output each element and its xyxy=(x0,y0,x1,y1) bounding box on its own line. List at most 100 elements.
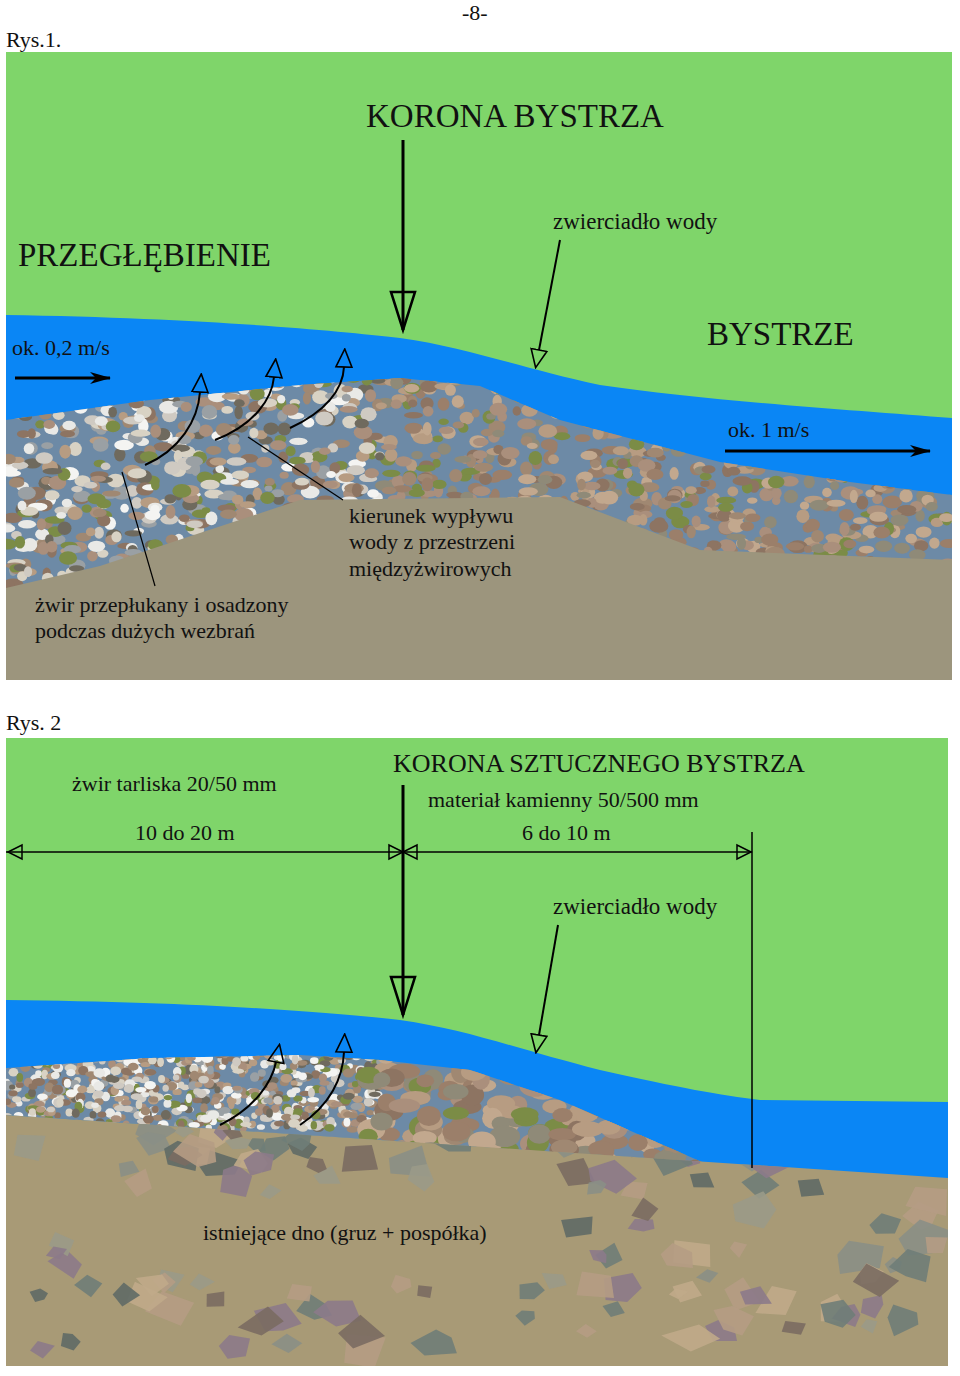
stone xyxy=(94,527,104,539)
stone xyxy=(204,378,220,387)
stone xyxy=(567,399,580,409)
stone xyxy=(870,439,888,451)
stone xyxy=(123,374,138,387)
stone xyxy=(354,1049,361,1059)
stone xyxy=(355,419,369,429)
stone xyxy=(930,461,942,474)
stone xyxy=(260,492,274,504)
stone xyxy=(808,420,822,430)
stone xyxy=(134,387,142,398)
stone xyxy=(745,386,756,393)
stone xyxy=(865,415,879,425)
stone xyxy=(43,468,63,474)
stone xyxy=(622,378,642,385)
stone xyxy=(508,380,516,390)
stone xyxy=(13,1059,24,1064)
stone xyxy=(892,412,906,418)
stone xyxy=(44,1057,50,1066)
stone xyxy=(131,377,149,388)
stone xyxy=(500,377,519,388)
stone xyxy=(87,551,98,562)
stone xyxy=(106,420,121,432)
stone xyxy=(869,366,878,374)
stone xyxy=(898,422,917,433)
stone xyxy=(382,470,400,477)
stone xyxy=(518,474,536,484)
stone xyxy=(803,394,811,408)
stone xyxy=(228,435,239,445)
stone xyxy=(538,424,557,438)
stone xyxy=(833,436,852,446)
stone xyxy=(924,432,941,446)
stone xyxy=(186,375,196,383)
stone xyxy=(150,425,161,438)
stone xyxy=(565,396,579,409)
stone xyxy=(575,434,591,442)
stone xyxy=(632,426,641,435)
stone xyxy=(702,465,716,473)
stone xyxy=(391,399,402,408)
leader-line xyxy=(122,472,155,586)
stone xyxy=(876,365,896,379)
stone xyxy=(625,371,636,383)
stone xyxy=(147,392,160,399)
stone xyxy=(37,401,50,408)
stone xyxy=(101,463,111,471)
stone xyxy=(433,436,443,443)
stone xyxy=(855,442,872,454)
stone xyxy=(859,385,868,399)
stone xyxy=(912,392,927,403)
stone xyxy=(128,512,144,520)
stone xyxy=(139,379,155,393)
stone xyxy=(580,451,597,460)
stone xyxy=(210,458,227,466)
stone xyxy=(328,369,336,383)
figure-1 xyxy=(0,52,960,680)
stone xyxy=(423,422,432,436)
stone xyxy=(850,524,861,531)
stone xyxy=(649,519,668,533)
stone xyxy=(856,496,868,510)
stone xyxy=(681,387,700,393)
stone xyxy=(796,369,814,375)
stone xyxy=(630,503,645,510)
stone xyxy=(614,408,630,415)
stone xyxy=(716,497,736,504)
stone xyxy=(87,493,105,504)
stone xyxy=(675,379,685,393)
stone xyxy=(822,488,832,497)
stone xyxy=(106,378,122,387)
stone xyxy=(702,370,710,380)
stone xyxy=(748,393,765,405)
stone xyxy=(39,399,59,411)
stone xyxy=(346,376,361,383)
stone xyxy=(24,443,34,454)
stone xyxy=(729,512,746,519)
stone xyxy=(13,1049,23,1054)
stone xyxy=(166,505,176,519)
stone xyxy=(188,376,197,389)
stone xyxy=(754,452,765,460)
stone xyxy=(370,377,385,383)
stone xyxy=(727,467,740,476)
stone xyxy=(843,540,856,548)
stone xyxy=(179,365,187,377)
stone xyxy=(940,539,958,548)
stone xyxy=(667,380,678,390)
stone xyxy=(60,430,75,437)
stone xyxy=(778,396,791,410)
stone xyxy=(242,367,258,374)
stone xyxy=(534,380,553,392)
stone xyxy=(927,376,939,390)
stone xyxy=(186,456,203,466)
stone xyxy=(26,1053,32,1059)
stone xyxy=(249,428,258,438)
stone xyxy=(933,400,948,414)
stone xyxy=(108,407,117,418)
stone xyxy=(227,457,247,466)
stone xyxy=(618,419,633,430)
flow-arrow xyxy=(15,377,110,380)
stone xyxy=(1,375,10,386)
stone xyxy=(115,394,134,401)
